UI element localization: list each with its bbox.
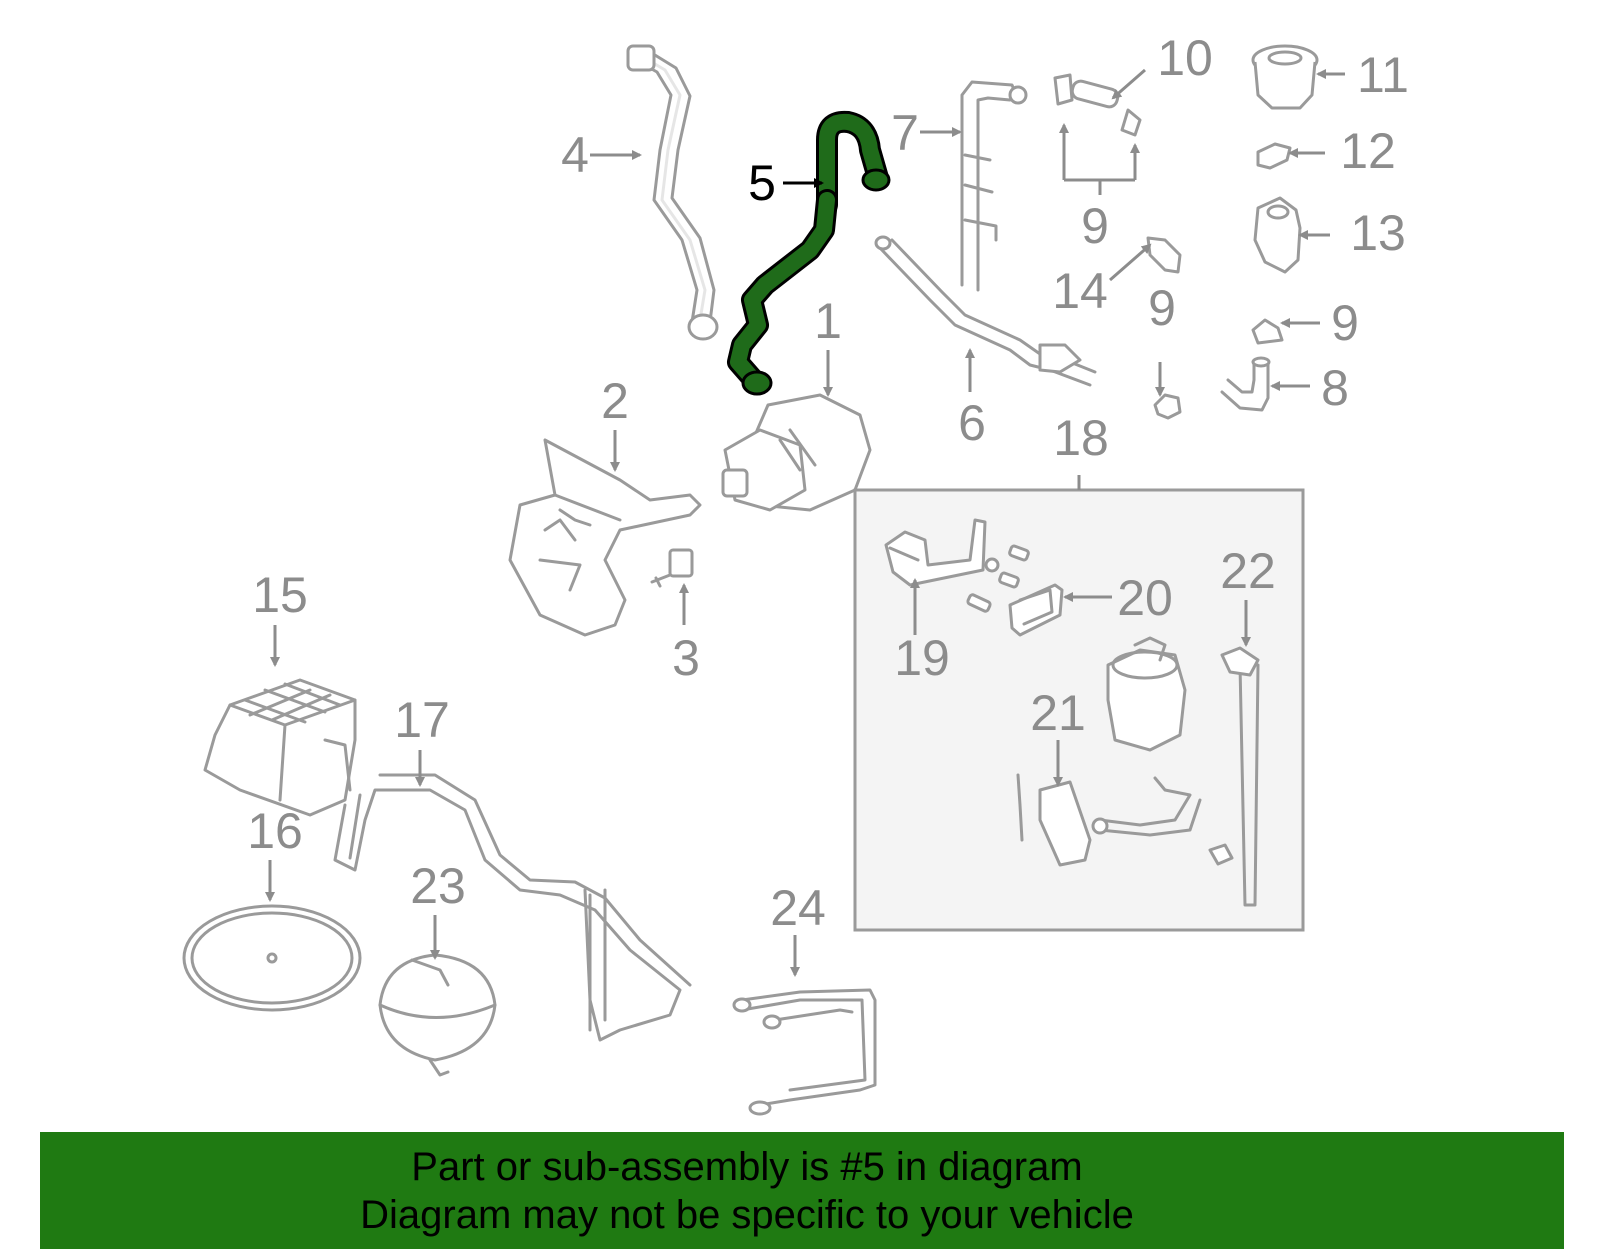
part-17-pipe[interactable] (333, 773, 692, 1042)
part-10-connector[interactable] (1053, 73, 1142, 137)
part-20-bracket-and-bolts[interactable] (966, 544, 1064, 637)
part-13-valve[interactable] (1253, 196, 1302, 274)
label-9-right: 9 (1331, 295, 1359, 351)
part-21-pump-module[interactable] (1016, 636, 1234, 867)
part-15-canister[interactable] (203, 678, 357, 817)
part-2-bracket[interactable] (508, 438, 702, 637)
label-16: 16 (247, 803, 303, 859)
label-10: 10 (1157, 30, 1213, 86)
label-12: 12 (1340, 123, 1396, 179)
label-2: 2 (601, 373, 629, 429)
label-20: 20 (1117, 570, 1173, 626)
label-7: 7 (891, 105, 919, 161)
label-4: 4 (561, 127, 589, 183)
part-8-elbow[interactable] (1220, 356, 1271, 412)
part-24-cable[interactable] (732, 988, 877, 1116)
label-23: 23 (410, 858, 466, 914)
label-24: 24 (770, 880, 826, 936)
info-banner: Part or sub-assembly is #5 in diagram Di… (40, 1132, 1564, 1249)
label-1: 1 (814, 293, 842, 349)
label-13: 13 (1350, 205, 1406, 261)
part-12-clip[interactable] (1256, 142, 1292, 170)
part-5-hose-highlighted[interactable] (727, 110, 891, 396)
part-3-sensor[interactable] (650, 548, 694, 588)
label-6: 6 (958, 395, 986, 451)
part-1-air-pump[interactable] (721, 393, 872, 512)
label-17: 17 (394, 692, 450, 748)
label-8: 8 (1321, 360, 1349, 416)
part-9-grommet-lower[interactable] (1153, 393, 1182, 420)
banner-line-2: Diagram may not be specific to your vehi… (360, 1192, 1134, 1237)
part-23-reservoir[interactable] (378, 953, 497, 1077)
part-9-clip-right[interactable] (1251, 318, 1284, 345)
label-21: 21 (1030, 685, 1086, 741)
label-5-highlighted: 5 (748, 155, 776, 211)
callout-labels: 1 2 3 4 5 6 7 8 9 9 9 10 11 12 13 14 15 … (247, 30, 1409, 936)
label-3: 3 (672, 630, 700, 686)
part-6-pipe[interactable] (874, 235, 1097, 387)
label-19: 19 (894, 630, 950, 686)
label-11: 11 (1357, 47, 1409, 103)
part-22-line[interactable] (1220, 646, 1260, 907)
part-11-cap[interactable] (1251, 44, 1319, 110)
leader-arrows (265, 68, 1345, 977)
label-18: 18 (1053, 410, 1109, 466)
part-4-hose[interactable] (626, 44, 719, 341)
part-16-gasket[interactable] (182, 904, 362, 1012)
label-14: 14 (1052, 263, 1108, 319)
label-9-top: 9 (1081, 198, 1109, 254)
banner-line-1: Part or sub-assembly is #5 in diagram (411, 1144, 1083, 1189)
part-7-pipe[interactable] (960, 80, 1028, 292)
label-22: 22 (1220, 543, 1276, 599)
label-15: 15 (252, 567, 308, 623)
label-9-middle: 9 (1148, 280, 1176, 336)
part-19-bracket[interactable] (884, 518, 987, 587)
part-9-bracket-lines (1059, 123, 1140, 195)
part-14-bracket[interactable] (1146, 236, 1182, 274)
